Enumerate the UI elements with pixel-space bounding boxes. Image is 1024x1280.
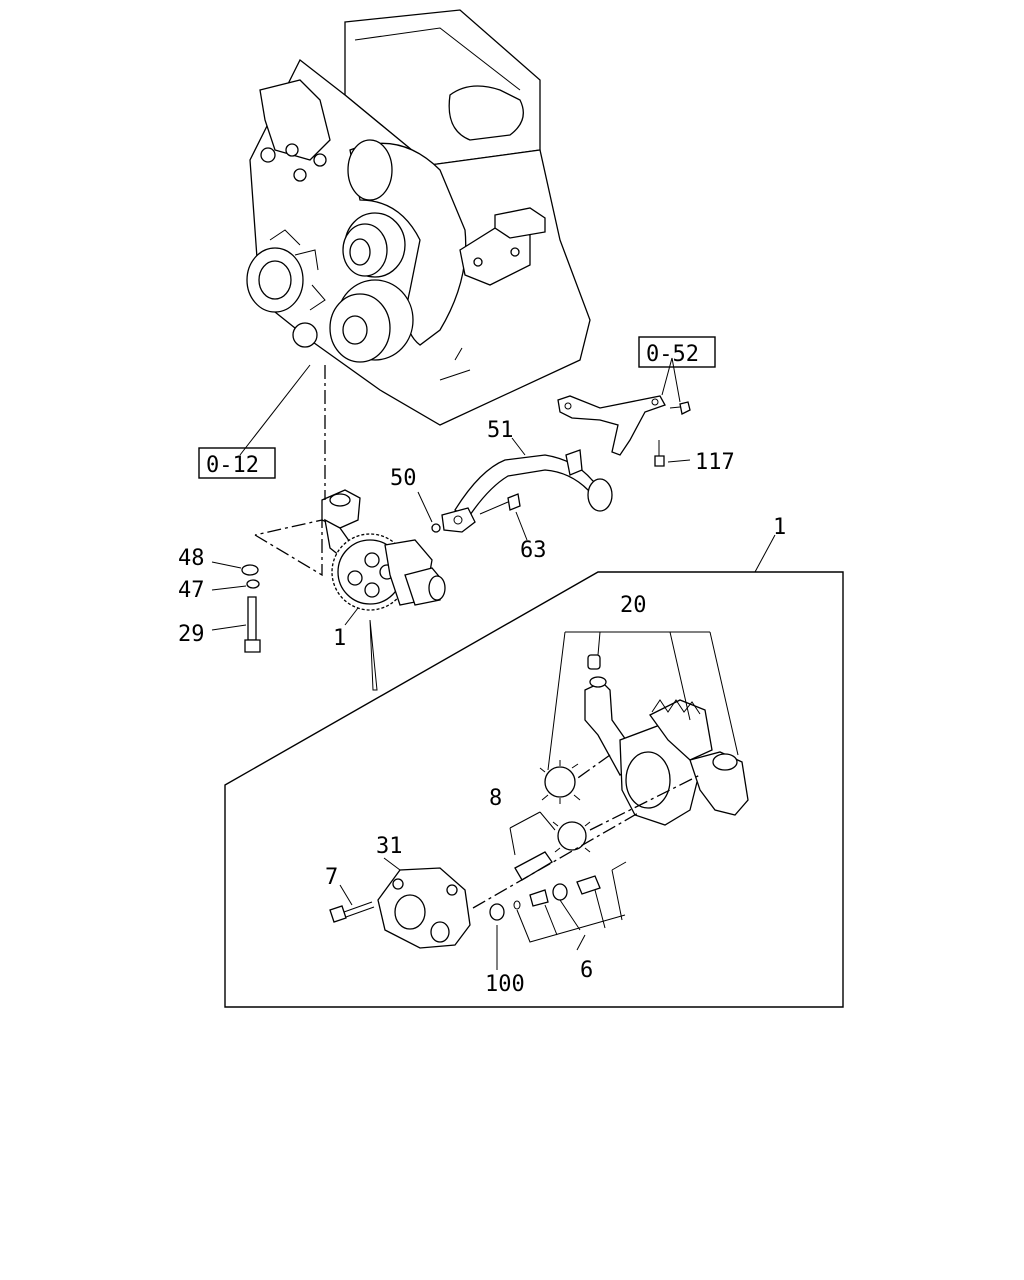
pump-body	[329, 654, 749, 949]
callout-100: 100	[485, 972, 525, 997]
pipe-bracket	[557, 395, 666, 456]
leader-012	[239, 364, 311, 456]
bolts	[241, 401, 691, 653]
callout-1-assembly: 1	[773, 515, 786, 540]
leader-detail	[369, 619, 378, 691]
engine-block	[246, 9, 591, 426]
callout-63: 63	[520, 538, 547, 563]
callout-7: 7	[325, 865, 338, 890]
callout-20: 20	[620, 593, 647, 618]
callout-50: 50	[390, 466, 417, 491]
centerline-bolt	[254, 519, 323, 577]
detail-leaders	[339, 631, 739, 970]
oil-pipe	[441, 449, 613, 533]
ref-012-label: 0-12	[206, 453, 259, 478]
detail-box	[224, 534, 844, 1008]
callout-6: 6	[580, 958, 593, 983]
callout-117: 117	[695, 450, 735, 475]
ref-052-label: 0-52	[646, 342, 699, 367]
callout-51: 51	[487, 418, 514, 443]
ref-box-052: 0-52	[638, 336, 716, 368]
callout-8: 8	[489, 786, 502, 811]
callout-29: 29	[178, 622, 205, 647]
callout-47: 47	[178, 578, 205, 603]
ref-box-012: 0-12	[198, 447, 276, 479]
oil-pump-assembly	[321, 489, 446, 611]
callout-1-pump: 1	[333, 626, 346, 651]
callout-leaders	[211, 357, 691, 631]
callout-48: 48	[178, 546, 205, 571]
callout-31: 31	[376, 834, 403, 859]
